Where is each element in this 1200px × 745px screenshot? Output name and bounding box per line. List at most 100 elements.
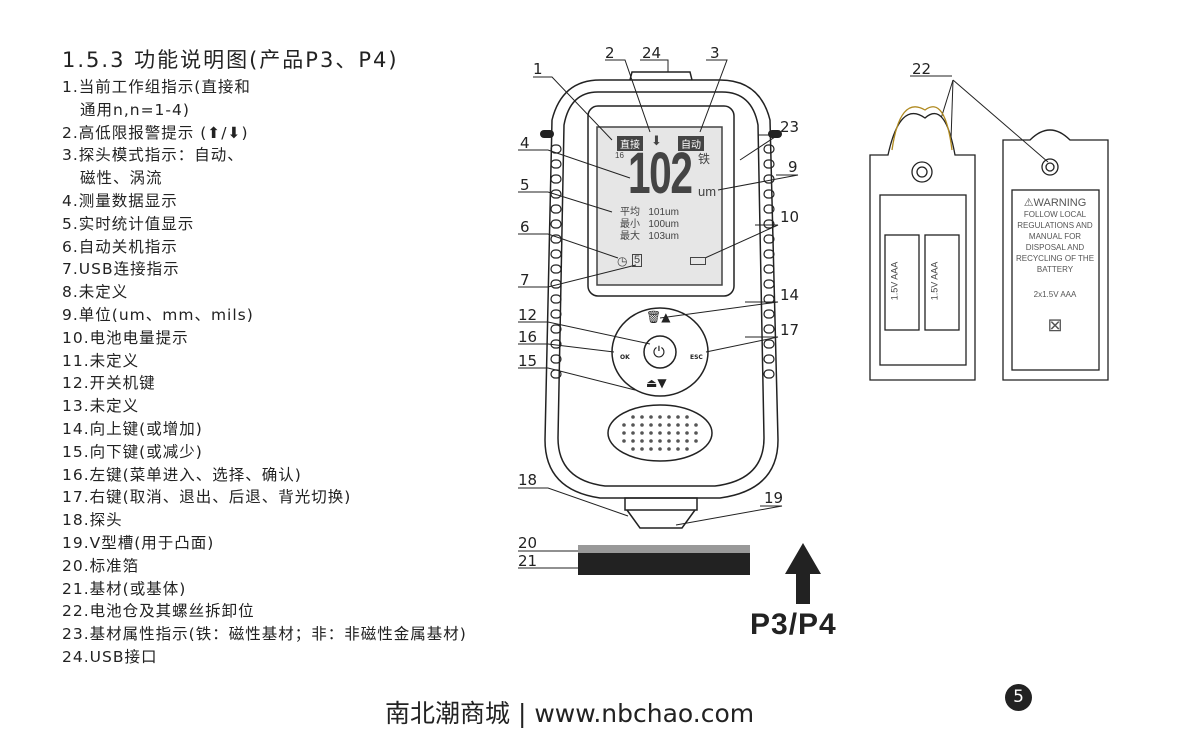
grip-rib xyxy=(763,189,775,199)
stat-label: 最大 xyxy=(620,231,640,242)
list-item: 6.自动关机指示 xyxy=(62,237,178,256)
grip-rib xyxy=(763,219,775,229)
standard-foil xyxy=(578,545,750,553)
callout-2: 2 xyxy=(605,44,615,62)
speaker-hole xyxy=(685,431,689,435)
list-item: 13.未定义 xyxy=(62,397,140,416)
list-item: 23.基材属性指示(铁：磁性基材；非：非磁性金属基材) xyxy=(62,625,467,644)
speaker-hole xyxy=(676,439,680,443)
grip-rib xyxy=(763,234,775,244)
speaker-hole xyxy=(676,431,680,435)
list-item: 19.V型槽(用于凸面) xyxy=(62,533,215,552)
speaker-hole xyxy=(685,415,689,419)
callout-20: 20 xyxy=(518,534,538,552)
speaker-hole xyxy=(667,447,671,451)
group-number: 16 xyxy=(615,151,624,160)
grip-rib xyxy=(763,309,775,319)
speaker-hole xyxy=(631,415,635,419)
speaker-hole xyxy=(658,415,662,419)
speaker-hole xyxy=(667,423,671,427)
list-item: 17.右键(取消、退出、后退、背光切换) xyxy=(62,488,352,507)
grip-rib xyxy=(550,264,562,274)
speaker-hole xyxy=(676,415,680,419)
list-item: 8.未定义 xyxy=(62,283,129,302)
left-key-ok[interactable]: OK xyxy=(620,354,630,361)
callout-6: 6 xyxy=(520,218,530,236)
reading-value: 102 xyxy=(628,141,693,206)
section-title: 1.5.3 功能说明图(产品P3、P4) xyxy=(62,48,399,72)
speaker-hole xyxy=(676,447,680,451)
speaker-hole xyxy=(649,431,653,435)
battery-cell-label: 1.5V AAA xyxy=(889,261,900,301)
speaker-hole xyxy=(649,439,653,443)
list-item: 12.开关机键 xyxy=(62,374,156,393)
list-item: 15.向下键(或减少) xyxy=(62,442,203,461)
grip-rib xyxy=(550,174,562,184)
speaker-hole xyxy=(631,439,635,443)
speaker-hole xyxy=(694,423,698,427)
speaker-hole xyxy=(622,423,626,427)
grip-rib xyxy=(550,324,562,334)
speaker-hole xyxy=(640,431,644,435)
grip-rib xyxy=(550,189,562,199)
grip-rib xyxy=(763,339,775,349)
substrate-indicator: 铁 xyxy=(698,152,711,166)
callout-16: 16 xyxy=(518,328,538,346)
speaker-hole xyxy=(685,423,689,427)
speaker-hole xyxy=(631,431,635,435)
speaker-hole xyxy=(622,431,626,435)
list-item: 18.探头 xyxy=(62,511,123,530)
grip-rib xyxy=(763,354,775,364)
callout-15: 15 xyxy=(518,352,538,370)
list-item: 10.电池电量提示 xyxy=(62,328,189,347)
recycle-bin-icon: ⊠ xyxy=(1047,315,1063,335)
list-item: 通用n,n=1-4) xyxy=(80,100,190,119)
list-item: 14.向上键(或增加) xyxy=(62,419,203,438)
callout-3: 3 xyxy=(710,44,720,62)
right-key-esc[interactable]: ESC xyxy=(690,354,703,361)
speaker-hole xyxy=(631,423,635,427)
warning-line: DISPOSAL AND xyxy=(1025,243,1085,252)
battery-warning-label: ⚠WARNING FOLLOW LOCAL REGULATIONS AND MA… xyxy=(1012,198,1098,335)
up-key[interactable]: 🗑▲ xyxy=(646,310,671,324)
stat-value: 100um xyxy=(648,219,679,230)
callout-19: 19 xyxy=(764,489,784,507)
page-number: 5 xyxy=(1005,684,1032,711)
grip-rib xyxy=(763,144,775,154)
speaker-hole xyxy=(649,423,653,427)
power-key[interactable]: ⏻ xyxy=(653,343,665,361)
footer-watermark: 南北潮商城 | www.nbchao.com xyxy=(385,699,755,728)
speaker-hole xyxy=(685,447,689,451)
model-label: P3/P4 xyxy=(750,608,837,641)
speaker-hole xyxy=(685,439,689,443)
down-key[interactable]: ⏏▼ xyxy=(646,376,667,390)
grip-rib xyxy=(763,324,775,334)
grip-rib xyxy=(550,354,562,364)
callout-5: 5 xyxy=(520,176,530,194)
battery-level-icon xyxy=(690,257,706,265)
battery-cell-label: 1.5V AAA xyxy=(929,261,940,301)
speaker-hole xyxy=(694,431,698,435)
list-item: 5.实时统计值显示 xyxy=(62,214,195,233)
probe-mode-indicator: 自动 xyxy=(678,136,704,151)
list-item: 16.左键(菜单进入、选择、确认) xyxy=(62,465,302,484)
warning-line: RECYCLING OF THE xyxy=(1015,254,1095,263)
list-item: 2.高低限报警提示 (⬆/⬇) xyxy=(62,123,249,142)
warning-line: REGULATIONS AND xyxy=(1017,221,1093,230)
grip-rib xyxy=(550,159,562,169)
speaker-hole xyxy=(640,423,644,427)
usb-icon: 5 xyxy=(632,254,643,267)
function-list: 1.当前工作组指示(直接和 通用n,n=1-4) 2.高低限报警提示 (⬆/⬇)… xyxy=(62,76,467,669)
list-item: 24.USB接口 xyxy=(62,647,158,666)
callout-4: 4 xyxy=(520,134,530,152)
callout-14: 14 xyxy=(780,286,800,304)
speaker-hole xyxy=(649,447,653,451)
callout-18: 18 xyxy=(518,471,538,489)
grip-rib xyxy=(763,264,775,274)
speaker-hole xyxy=(658,439,662,443)
speaker-hole xyxy=(649,415,653,419)
grip-rib xyxy=(550,234,562,244)
battery-spec: 2x1.5V AAA xyxy=(1033,290,1077,299)
callout-7: 7 xyxy=(520,271,530,289)
